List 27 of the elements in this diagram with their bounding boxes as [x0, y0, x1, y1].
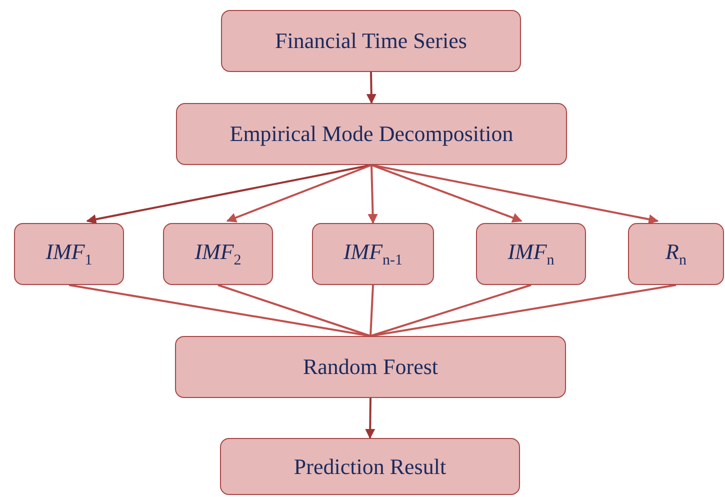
box-label: IMF$_{1}$: [46, 238, 92, 270]
box-label: IMF$_{2}$: [194, 238, 242, 270]
box-label: Empirical Mode Decomposition: [230, 121, 514, 147]
process-box: [476, 223, 586, 285]
process-box: [312, 223, 434, 285]
process-box: [221, 10, 521, 72]
process-box: [175, 336, 566, 398]
box-label: R$_{n}$: [666, 238, 686, 270]
arrow: [371, 164, 659, 224]
connector-line: [218, 284, 371, 337]
arrow: [226, 164, 372, 222]
connector-line: [370, 284, 532, 337]
process-box: [176, 103, 567, 165]
arrow: [365, 398, 376, 439]
connector-line: [370, 284, 374, 336]
box-label: IMF$_{n}$: [508, 238, 554, 270]
arrow: [371, 164, 522, 223]
arrow: [368, 164, 378, 224]
box-label: Prediction Result: [294, 454, 446, 480]
process-box: [220, 438, 520, 495]
process-box: [14, 223, 124, 285]
process-box: [628, 223, 724, 285]
box-label: IMF$_{n-1}$: [343, 238, 403, 270]
box-label: Financial Time Series: [275, 28, 467, 54]
process-box: [163, 223, 273, 285]
arrow: [366, 72, 376, 104]
box-label: Random Forest: [302, 354, 438, 380]
